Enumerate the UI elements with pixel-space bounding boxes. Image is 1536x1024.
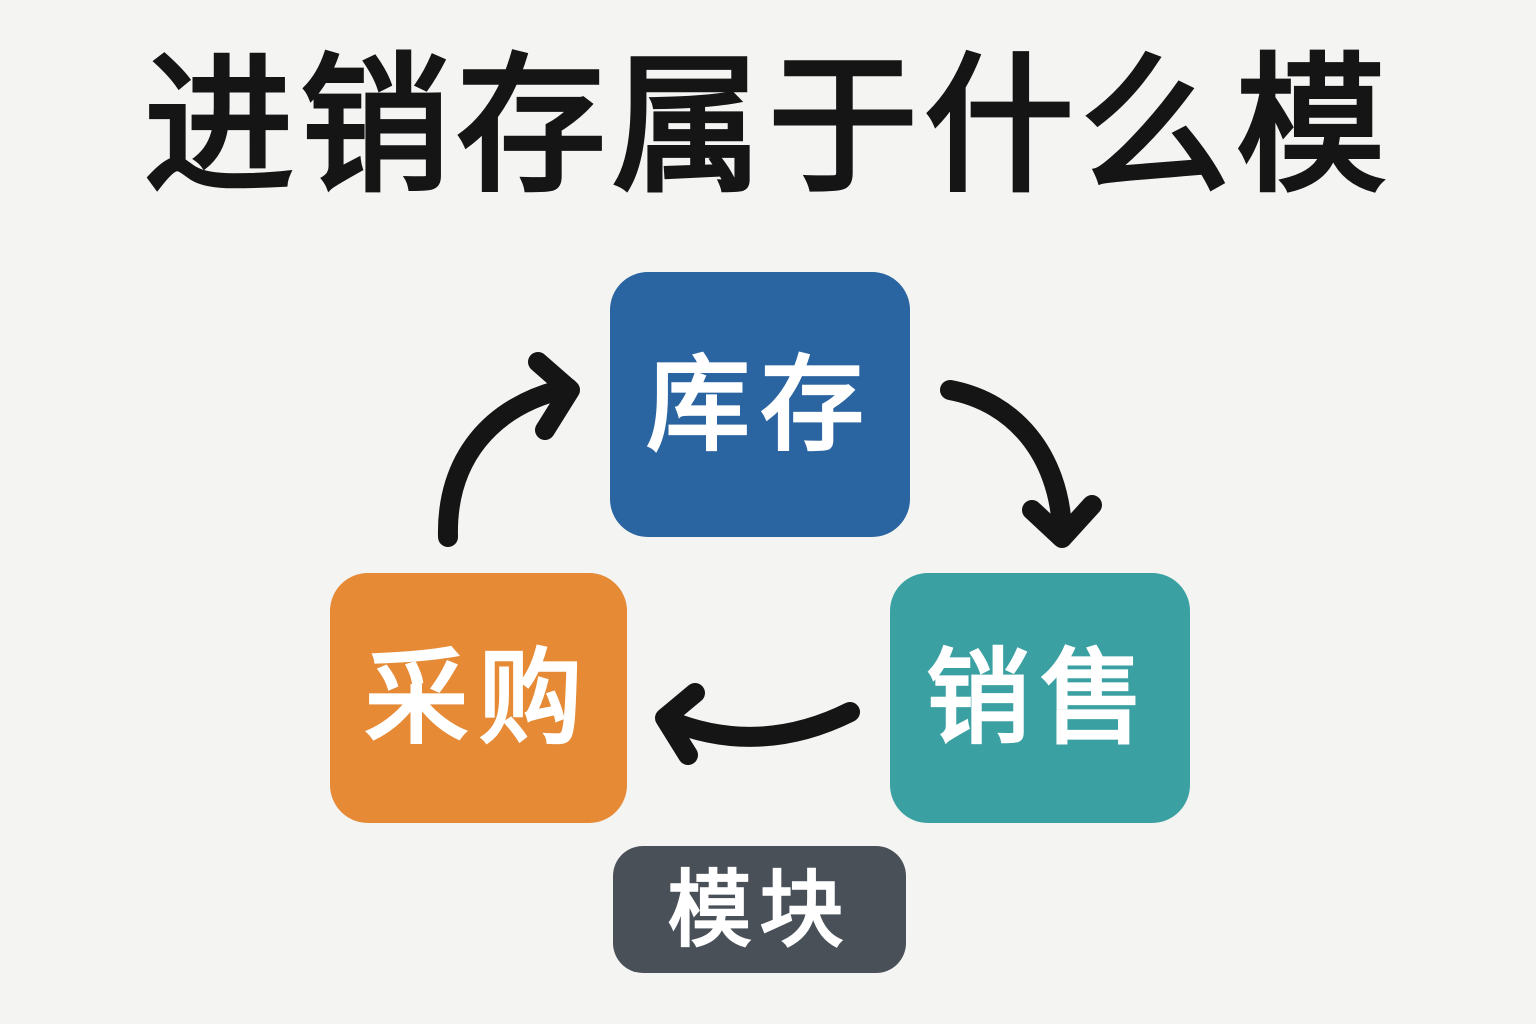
inventory-label: 库存 <box>645 343 874 466</box>
arrow-inventory-to-sales-icon <box>940 380 1102 548</box>
purchase-label: 采购 <box>364 637 593 759</box>
module-label: 模块 <box>667 860 852 959</box>
inventory-node: 库存 <box>610 272 910 537</box>
page-title: 进销存属于什么模 <box>143 40 1392 214</box>
arrow-sales-to-purchase-icon <box>655 683 860 765</box>
purchase-node: 采购 <box>330 573 627 823</box>
sales-node: 销售 <box>890 573 1190 823</box>
sales-label: 销售 <box>925 637 1154 759</box>
arrow-purchase-to-inventory-icon <box>437 352 580 547</box>
module-badge: 模块 <box>613 846 906 973</box>
